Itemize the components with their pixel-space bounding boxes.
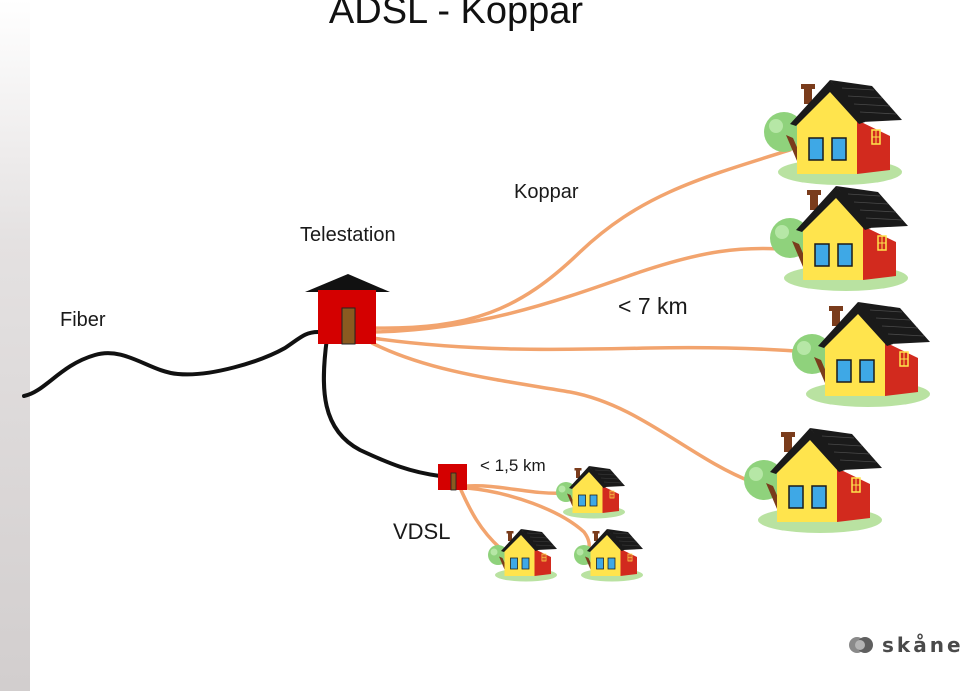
small-house-2 [487, 528, 558, 582]
koppar-label: Koppar [514, 181, 579, 203]
vdsl-label: VDSL [393, 519, 451, 544]
house-1 [763, 79, 903, 186]
small-house-3 [573, 528, 644, 582]
distance-adsl-label: < 7 km [618, 293, 688, 319]
house-3 [791, 301, 931, 408]
logo-mark-icon [849, 637, 873, 653]
house-2 [769, 185, 909, 292]
distance-vdsl-label: < 1,5 km [480, 456, 546, 475]
telestation-building [305, 274, 390, 345]
slide-title: ADSL - Koppar [328, 0, 584, 32]
copper-line-vdsl-2 [465, 486, 591, 554]
fiber-cable [22, 330, 320, 398]
skanet-logo: skånet AB [848, 632, 960, 658]
copper-line-vdsl-3 [459, 488, 502, 550]
fiber-cable-to-cabinet [321, 336, 442, 478]
copper-line-vdsl-1 [465, 484, 568, 495]
fiber-label: Fiber [60, 309, 106, 331]
copper-line-house-2 [370, 246, 797, 334]
copper-line-house-1 [370, 148, 792, 330]
small-house-1 [555, 465, 626, 519]
copper-line-house-4 [370, 341, 754, 484]
slide-side-bar [0, 0, 30, 691]
copper-line-house-3 [370, 336, 810, 354]
house-4 [743, 427, 883, 534]
logo-text: skånet [882, 633, 960, 657]
telestation-label: Telestation [300, 224, 396, 246]
vdsl-cabinet [438, 464, 467, 491]
